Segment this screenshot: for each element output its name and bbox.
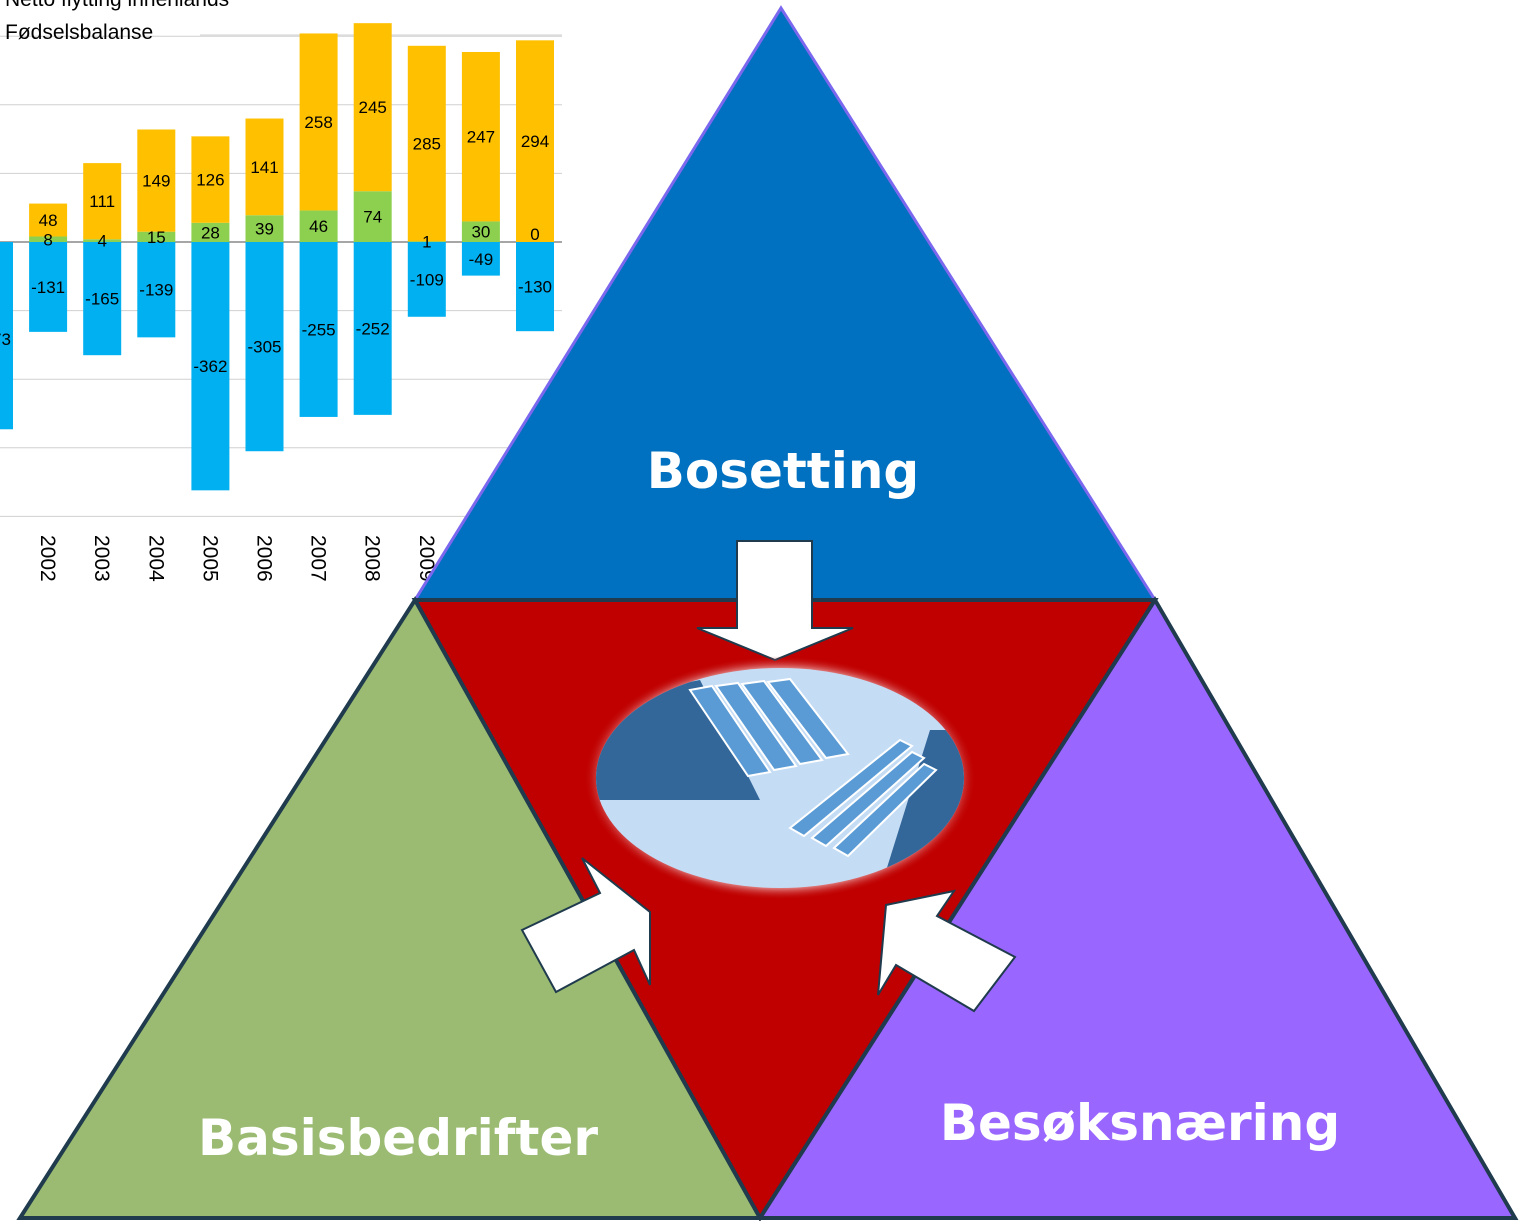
bar-positive-2008 <box>353 23 392 192</box>
label-fodselsbalanse-2011: 0 <box>530 225 539 244</box>
besoksnaering-triangle <box>756 596 1519 1220</box>
label-negative-2008: -252 <box>356 319 390 338</box>
bar-positive-2002 <box>29 203 68 237</box>
bar-fodselsbalanse-2002 <box>29 236 68 242</box>
besoksnaering-label: Besøksnæring <box>940 1094 1340 1152</box>
bar-fodselsbalanse-2004 <box>137 231 176 242</box>
label-positive-2009: 285 <box>413 135 441 154</box>
label-negative-2002: -131 <box>31 278 65 297</box>
label-fodselsbalanse-2009: 1 <box>422 233 431 252</box>
legend-label-fodselsbalanse: Fødselsbalanse <box>5 21 153 44</box>
label-positive-2006: 141 <box>250 158 278 177</box>
bar-positive-2004 <box>137 129 176 232</box>
label-positive-2003: 111 <box>89 192 115 211</box>
label-negative-2009: -109 <box>410 270 444 289</box>
bar-negative-2010 <box>461 242 500 276</box>
label-negative-2010: -49 <box>469 250 494 269</box>
bar-fodselsbalanse-2010 <box>461 221 500 242</box>
label-positive-2008: 245 <box>359 98 387 117</box>
label-positive-2004: 149 <box>142 172 170 191</box>
label-fodselsbalanse-2006: 39 <box>255 220 274 239</box>
label-positive-2007: 258 <box>304 113 332 132</box>
label-negative-2003: -165 <box>85 290 119 309</box>
bar-positive-2011 <box>516 40 554 243</box>
bar-negative-2003 <box>83 242 122 356</box>
label-fodselsbalanse-2008: 74 <box>363 208 382 227</box>
label-negative-2005: -362 <box>193 357 227 376</box>
bar-negative-2002 <box>29 242 68 332</box>
chart-legend: Netto flytting innenlands Fødselsbalanse <box>5 0 229 44</box>
arrow-up-right-icon <box>520 857 651 994</box>
year-label-2007: 2007 <box>307 535 330 582</box>
bar-positive-2007 <box>299 33 338 211</box>
label-negative-2001: 73 <box>0 330 11 349</box>
label-fodselsbalanse-2005: 28 <box>201 223 220 242</box>
bar-negative-2006 <box>245 242 284 452</box>
year-label-2008: 2008 <box>361 535 384 582</box>
basisbedrifter-label: Basisbedrifter <box>198 1109 598 1167</box>
label-negative-2004: -139 <box>139 281 173 300</box>
legend-label-netto-flytting: Netto flytting innenlands <box>5 0 229 11</box>
bar-positive-2005 <box>191 136 230 223</box>
label-negative-2011: -130 <box>518 278 552 297</box>
label-negative-2006: -305 <box>247 338 281 357</box>
bar-negative-2009 <box>407 242 446 317</box>
bar-negative-2005 <box>191 242 230 491</box>
label-positive-2005: 126 <box>196 171 224 190</box>
settlement-triangle-diagram: Bosetting Basisbedrifter Besøksnæring <box>16 5 1519 1221</box>
label-fodselsbalanse-2007: 46 <box>309 217 328 236</box>
bar-fodselsbalanse-2008 <box>353 191 392 242</box>
year-label-2003: 2003 <box>90 535 113 582</box>
chart-bars <box>0 23 554 491</box>
label-negative-2007: -255 <box>302 320 336 339</box>
bar-positive-2003 <box>83 163 122 240</box>
bar-fodselsbalanse-2005 <box>191 222 230 242</box>
year-label-2006: 2006 <box>253 535 276 582</box>
bar-negative-2008 <box>353 242 392 415</box>
label-fodselsbalanse-2004: 15 <box>147 228 166 247</box>
label-positive-2002: 48 <box>39 211 58 230</box>
bar-negative-2007 <box>299 242 338 417</box>
label-positive-2010: 247 <box>467 128 495 147</box>
label-fodselsbalanse-2010: 30 <box>471 223 490 242</box>
year-label-2005: 2005 <box>198 535 221 582</box>
bar-fodselsbalanse-2006 <box>245 215 284 242</box>
bar-negative-2011 <box>516 242 554 332</box>
bar-fodselsbalanse-2009 <box>407 241 446 242</box>
year-label-2002: 2002 <box>36 535 59 582</box>
label-fodselsbalanse-2002: 8 <box>43 230 52 249</box>
bar-positive-2010 <box>461 51 500 222</box>
population-bar-chart: 848 -131 4 111 -165 15 149 -139 28 126 -362 39 141 -3… <box>0 0 562 582</box>
municipality-logo <box>584 656 976 900</box>
arrow-down-icon <box>696 540 854 662</box>
bosetting-label: Bosetting <box>647 442 919 500</box>
arrow-up-left-icon <box>877 889 1017 1013</box>
logo-emblem-icon <box>596 668 964 888</box>
year-label-2004: 2004 <box>144 535 167 582</box>
label-positive-2011: 294 <box>521 132 549 151</box>
bar-fodselsbalanse-2007 <box>299 210 338 242</box>
bar-negative-2004 <box>137 242 176 338</box>
label-fodselsbalanse-2003: 4 <box>97 232 106 251</box>
bar-fodselsbalanse-2003 <box>83 239 122 242</box>
chart-data-labels: 848 -131 4 111 -165 15 149 -139 28 126 -362 39 141 -3… <box>0 98 552 376</box>
bar-negative-2001 <box>0 242 13 430</box>
bar-positive-2009 <box>407 45 446 242</box>
bar-positive-2006 <box>245 118 284 216</box>
